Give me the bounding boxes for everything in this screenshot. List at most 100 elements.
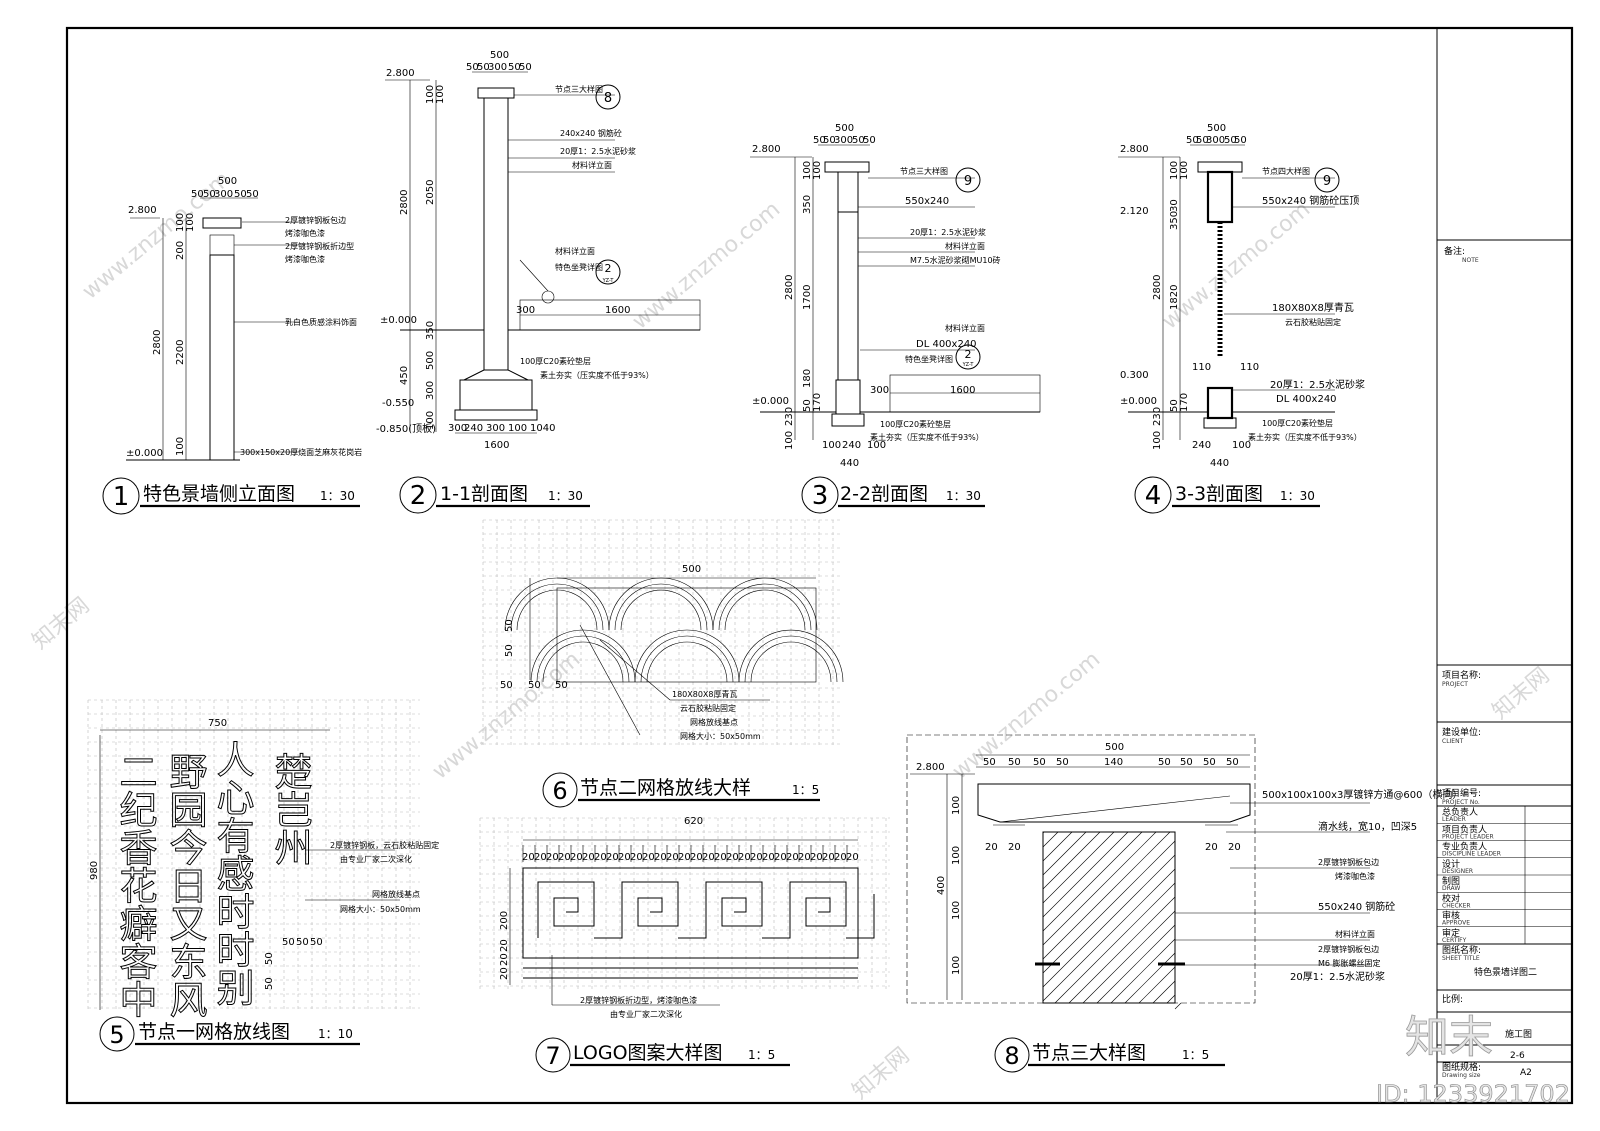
drawing-8-cap-detail: 2.800 500 50 50 50 50 140 50 50 50 50 40… <box>906 734 1462 1073</box>
level-label: 2.800 <box>1120 144 1149 155</box>
note-text: 2厚镀锌钢板包边 <box>1318 857 1379 867</box>
sheet-title-value: 特色景墙详图二 <box>1474 966 1537 978</box>
tile-frame <box>556 587 817 683</box>
dim-label: 300 <box>486 423 505 434</box>
level-label: 0.300 <box>1120 370 1149 381</box>
title-block-label: 图纸规格: <box>1442 1061 1481 1073</box>
watermark-text: 知末网 <box>28 593 95 655</box>
dim-label: 100 <box>812 161 823 180</box>
note-text: M6 膨胀螺丝固定 <box>1318 958 1381 968</box>
drawing-number-circle <box>99 1016 135 1052</box>
dim-label: 50 <box>282 937 295 948</box>
dim-label: 50 <box>504 644 515 657</box>
title-block-role: 审核 <box>1442 910 1460 922</box>
hatch-line <box>1042 854 1176 988</box>
dim-label: 750 <box>208 718 227 729</box>
dim-label: 20 <box>606 852 619 863</box>
note-text: 2厚镀锌钢板，云石胶粘贴固定 <box>330 840 439 850</box>
dim-label: 20 <box>654 852 667 863</box>
title-block-role: 校对 <box>1442 892 1460 904</box>
roof-tile-arc <box>750 641 832 683</box>
dim-label: 50 <box>1033 757 1046 768</box>
dim-label: 50 <box>1158 757 1171 768</box>
dim-label: 300 <box>488 62 507 73</box>
note-text: DL 400x240 <box>1276 394 1337 405</box>
title-block-label: 比例: <box>1442 993 1463 1005</box>
drawing-4-section-3-3: 2.800 2.120 0.300 ±0.000 2800 1820 350 1… <box>1118 123 1365 514</box>
dim-label: 50 <box>264 952 275 965</box>
meander-unit <box>789 881 847 938</box>
hatch-line <box>1096 924 1176 1004</box>
note-text: 由专业厂家二次深化 <box>340 854 412 864</box>
dim-label: 30 <box>1169 199 1180 212</box>
note-text: 滴水线，宽10，凹深5 <box>1318 820 1417 833</box>
dim-label: 20 <box>1008 842 1021 853</box>
dim-label: 20 <box>499 967 510 980</box>
dim-label: 50 <box>1203 757 1216 768</box>
dim-label: 110 <box>1240 362 1259 373</box>
note-text: DL 400x240 <box>916 339 977 350</box>
dim-label: 2050 <box>425 180 436 205</box>
roof-tile-arc <box>634 629 740 683</box>
dim-label: 100 <box>175 213 186 232</box>
note-text: 550x240 钢筋砼 <box>1318 900 1395 913</box>
drawing-number: 1 <box>113 482 130 512</box>
dim-label: 20 <box>618 852 631 863</box>
dim-label: 2800 <box>784 275 795 300</box>
callout-number: 9 <box>1323 174 1331 189</box>
dim-label: 620 <box>684 816 703 827</box>
meander-unit <box>705 881 763 938</box>
title-block-role: 设计 <box>1442 858 1460 870</box>
drawing-title: 1-1剖面图 <box>440 483 528 505</box>
roof-tile-pattern <box>504 577 844 683</box>
level-label: 2.800 <box>386 68 415 79</box>
title-block-label: 项目名称: <box>1442 669 1481 681</box>
dim-label: 140 <box>1104 757 1123 768</box>
callout-circle <box>595 84 621 110</box>
dim-label: 50 <box>264 977 275 990</box>
dim-label: 1820 <box>1169 285 1180 310</box>
drawing-number-circle <box>994 1037 1030 1073</box>
drawing-2-section-1-1: 2.800 ±0.000 -0.550 -0.850(顶板) 2800 2050… <box>376 50 701 514</box>
title-block-role: 制图 <box>1442 875 1460 887</box>
poem-column: 野园今日又东风 <box>163 752 207 1018</box>
dim-label: 20 <box>774 852 787 863</box>
callout-number: 2 <box>965 348 972 361</box>
dim-label: 20 <box>678 852 691 863</box>
title-block-label-en: Drawing size <box>1442 1072 1481 1079</box>
roof-tile-arc <box>510 583 604 631</box>
dim-label: 50 <box>1186 135 1199 146</box>
dim-label: 240 <box>464 423 483 434</box>
dim-label: 500 <box>1105 742 1124 753</box>
dim-label: 20 <box>846 852 859 863</box>
title-block-label: 项目编号: <box>1442 787 1481 799</box>
note-text: 100厚C20素砼垫层 <box>880 419 951 429</box>
dim-label: 20 <box>786 852 799 863</box>
dim-label: 50 <box>508 62 521 73</box>
note-text: 材料详立面 <box>555 246 595 256</box>
title-block-label: 图纸名称: <box>1442 944 1481 956</box>
level-label: 2.800 <box>916 762 945 773</box>
drawing-number: 6 <box>552 777 567 805</box>
note-text: 2厚镀锌钢板折边型 <box>285 241 354 251</box>
title-block-role: 项目负责人 <box>1442 823 1487 835</box>
dim-label: 100 <box>867 440 886 451</box>
level-label: ±0.000 <box>126 448 163 459</box>
hatch-line <box>1042 831 1073 862</box>
note-text: 素土夯实（压实度不低于93%） <box>1248 432 1362 442</box>
dim-label: 50 <box>1008 757 1021 768</box>
watermark-text: www.znzmo.com <box>948 647 1105 785</box>
dim-label: 500 <box>835 123 854 134</box>
title-block-role-en: PROJECT LEADER <box>1442 833 1494 840</box>
watermark-text: 知末网 <box>848 1043 915 1105</box>
note-text: 20厚1：2.5水泥砂浆 <box>910 227 986 237</box>
note-text: 材料详立面 <box>945 241 985 251</box>
dim-label: 50 <box>1224 135 1237 146</box>
drawing-scale: 1：30 <box>1280 489 1315 503</box>
sheet-size-value: A2 <box>1520 1068 1532 1078</box>
dim-label: 100 <box>435 85 446 104</box>
dim-label: 50 <box>802 399 813 412</box>
note-text: 网格大小：50x50mm <box>680 731 761 741</box>
callout-number: 8 <box>604 91 612 106</box>
dim-label: 1700 <box>802 285 813 310</box>
